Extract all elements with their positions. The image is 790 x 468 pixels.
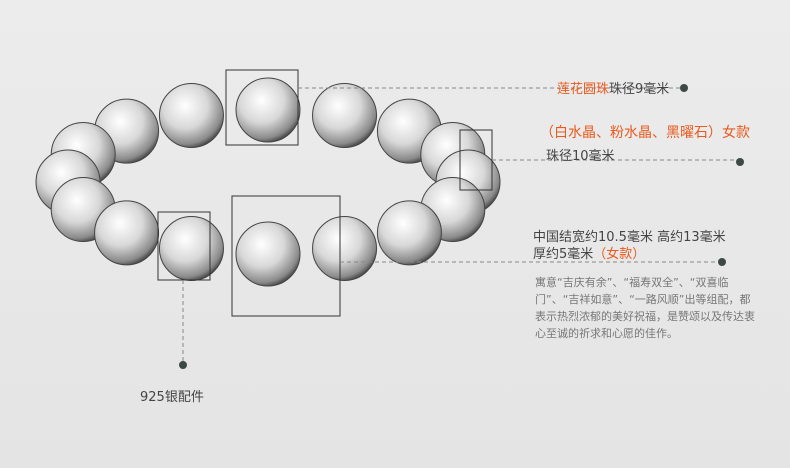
knot-size: 中国结宽约10.5毫米 高约13毫米 (533, 230, 726, 245)
pointer-dot (736, 158, 744, 166)
lotus-label: 莲花圆珠珠径9毫米 (557, 82, 670, 97)
bead (158, 82, 224, 148)
bead-variants: （白水晶、粉水晶、黑曜石）女款 (540, 125, 750, 141)
bead (235, 221, 301, 287)
bead (376, 200, 442, 266)
silver-spacer-box (157, 211, 211, 281)
knot-thickness: 厚约5毫米（女款） (533, 247, 646, 262)
bead (312, 216, 378, 282)
pointer-dot (179, 361, 187, 369)
pointer-dot (680, 84, 688, 92)
description: 寓意“吉庆有余”、“福寿双全”、“双喜临门”、“吉祥如意”、“一路风顺”出等组配… (535, 276, 755, 340)
pointer-dot (718, 258, 726, 266)
lotus-bead-box (225, 69, 299, 146)
silver-label: 925银配件 (140, 390, 204, 405)
bead (94, 200, 160, 266)
bead (235, 77, 301, 143)
bead (158, 216, 224, 282)
bead-size: 珠径10毫米 (546, 149, 615, 164)
knot-box (231, 195, 341, 317)
bead (312, 82, 378, 148)
